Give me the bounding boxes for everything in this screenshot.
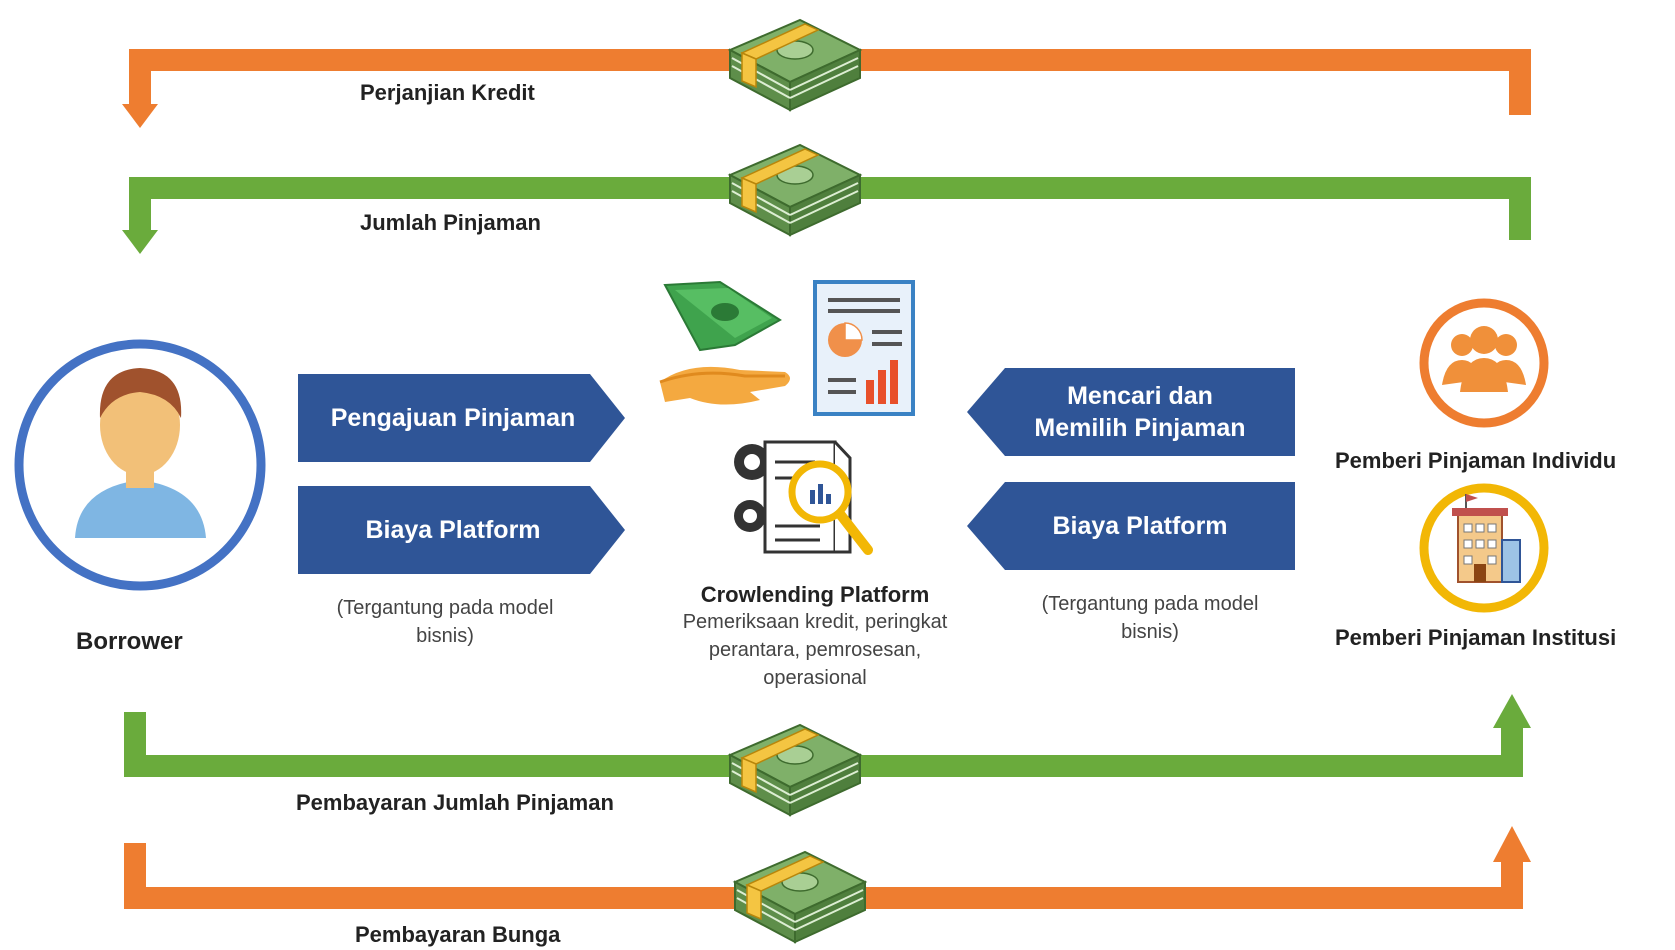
money-stack-icon bbox=[729, 724, 861, 816]
label-perjanjian-kredit: Perjanjian Kredit bbox=[360, 80, 535, 105]
banner-label-pengajuan: Pengajuan Pinjaman bbox=[330, 404, 576, 432]
arrow-down-icon bbox=[122, 230, 158, 254]
banner-mencari-pinjaman bbox=[967, 368, 1295, 456]
building-icon bbox=[1419, 483, 1549, 613]
flow-pembayaran-jumlah-pinjaman bbox=[124, 694, 1531, 816]
money-stack-icon bbox=[729, 144, 861, 236]
label-jumlah-pinjaman: Jumlah Pinjaman bbox=[360, 210, 541, 235]
flow-jumlah-pinjaman bbox=[122, 144, 1531, 254]
label-pembayaran-jumlah-pinjaman: Pembayaran Jumlah Pinjaman bbox=[296, 790, 614, 815]
note-right: (Tergantung pada model bisnis) bbox=[1041, 593, 1259, 643]
person-icon bbox=[75, 368, 206, 538]
money-hand-icon bbox=[659, 280, 790, 405]
label-lender-institution: Pemberi Pinjaman Institusi bbox=[1335, 625, 1617, 650]
flow-perjanjian-kredit bbox=[122, 19, 1531, 128]
label-lender-individual: Pemberi Pinjaman Individu bbox=[1335, 448, 1617, 473]
label-borrower: Borrower bbox=[76, 628, 183, 655]
banner-label-mencari: Mencari dan Memilih Pinjaman bbox=[985, 368, 1295, 456]
group-icon bbox=[1419, 298, 1549, 428]
banner-biaya-platform-right bbox=[967, 482, 1295, 570]
borrower-avatar bbox=[14, 339, 266, 591]
money-stack-icon bbox=[729, 19, 861, 111]
banner-pengajuan-pinjaman bbox=[298, 374, 625, 462]
arrow-up-icon bbox=[1493, 694, 1531, 728]
platform-title: Crowlending Platform bbox=[700, 582, 930, 607]
note-left: (Tergantung pada model bisnis) bbox=[336, 597, 554, 647]
report-icon bbox=[813, 280, 915, 416]
label-pembayaran-bunga: Pembayaran Bunga bbox=[355, 922, 561, 947]
flow-pembayaran-bunga bbox=[124, 826, 1531, 943]
arrow-up-icon bbox=[1493, 826, 1531, 862]
banner-label-biaya-right: Biaya Platform bbox=[1052, 512, 1228, 540]
money-stack-icon bbox=[734, 851, 866, 943]
arrow-down-icon bbox=[122, 104, 158, 128]
document-analysis-icon bbox=[734, 440, 873, 555]
banner-label-mencari-line2: Memilih Pinjaman bbox=[1034, 414, 1246, 442]
banner-biaya-platform-left bbox=[298, 486, 625, 574]
banner-label-biaya-left: Biaya Platform bbox=[365, 516, 541, 544]
platform-description: Pemeriksaan kredit, peringkat perantara,… bbox=[682, 611, 948, 689]
banner-label-mencari-line1: Mencari dan bbox=[1067, 382, 1213, 410]
